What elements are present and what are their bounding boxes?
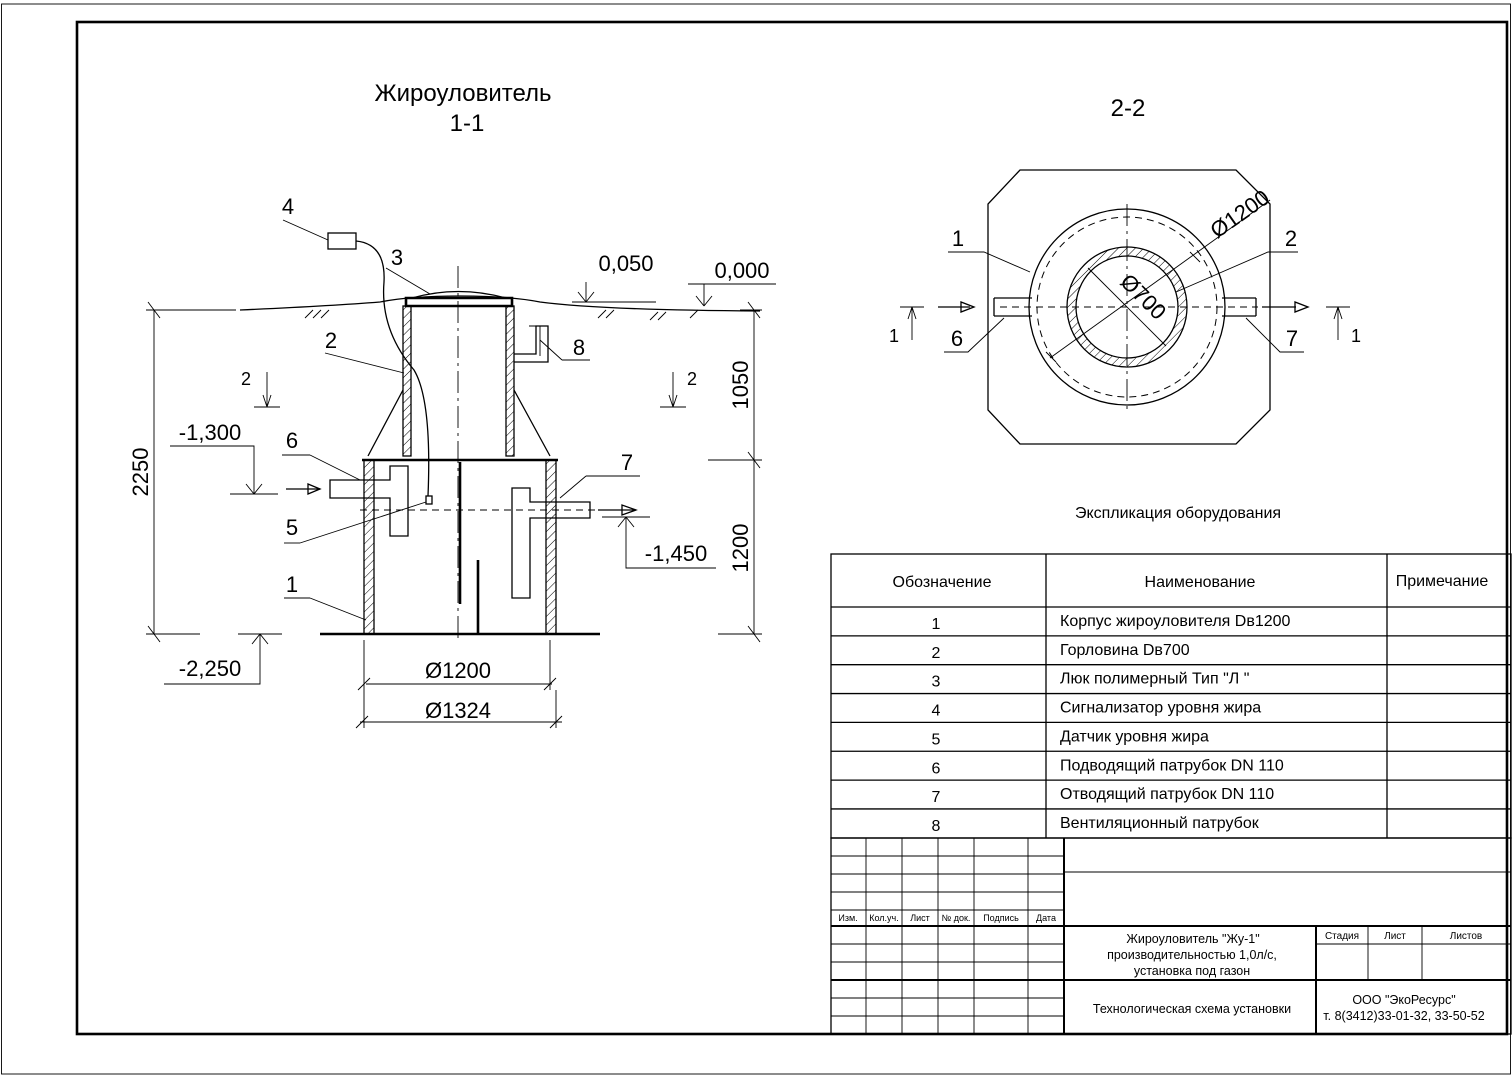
plan-leader-7: 7 — [1286, 326, 1298, 351]
vent-pipe — [514, 325, 549, 363]
level-mark-cover: 0,050 — [572, 251, 656, 303]
explication-row-name: Сигнализатор уровня жира — [1060, 700, 1261, 717]
plan-leader-2: 2 — [1285, 226, 1297, 251]
leader-num-1: 1 — [286, 572, 298, 597]
plan-dim-outer: Ø1200 — [1205, 185, 1273, 243]
section-title-line2: 1-1 — [450, 110, 485, 137]
sensor-cable — [355, 240, 430, 497]
stage-label: Стадия — [1325, 931, 1359, 942]
sheet-frame — [75, 20, 1509, 1036]
manhole-cover — [404, 296, 514, 308]
plan-slab — [987, 169, 1271, 445]
inlet-pipe — [329, 465, 409, 537]
cone-right — [513, 389, 551, 457]
leader-num-3: 3 — [391, 245, 403, 270]
plan-inlet-pipe — [993, 297, 1032, 317]
explication-table: Экспликация оборудования Обозначение Наи… — [830, 505, 1512, 839]
level-mark-inlet: -1,300 — [170, 420, 278, 495]
explication-row-name: Датчик уровня жира — [1060, 728, 1209, 745]
company-phone: т. 8(3412)33-01-32, 33-50-52 — [1323, 1009, 1484, 1023]
dim-inner-diameter: Ø1200 — [357, 640, 557, 691]
dim-outer-diameter: Ø1324 — [355, 690, 563, 729]
sheet-border-outer — [1, 3, 1511, 1075]
revision-column-label: Лист — [910, 913, 930, 923]
plan-title: 2-2 — [1111, 95, 1146, 122]
svg-text:0,050: 0,050 — [598, 251, 653, 276]
leader-num-7: 7 — [621, 450, 633, 475]
plan-2-2-view: 2-2 Ø1200 Ø700 1 2 6 7 1 1 — [889, 95, 1361, 445]
body-wall-left — [363, 459, 375, 635]
explication-header-id: Обозначение — [893, 574, 992, 591]
svg-text:1200: 1200 — [728, 524, 753, 573]
level-mark-outlet: -1,450 — [602, 516, 716, 569]
svg-text:-1,300: -1,300 — [179, 420, 241, 445]
svg-text:0,000: 0,000 — [714, 258, 769, 283]
revision-column-label: Кол.уч. — [869, 913, 899, 923]
section-1-1-view: Жироуловитель 1-1 — [128, 80, 776, 729]
explication-row-name: Корпус жироуловителя Dв1200 — [1060, 613, 1291, 630]
explication-row-id: 3 — [932, 674, 941, 691]
level-mark-ground: 0,000 — [688, 258, 776, 307]
section-title-line1: Жироуловитель — [374, 80, 551, 107]
leader-num-6: 6 — [286, 428, 298, 453]
explication-row-name: Отводящий патрубок DN 110 — [1060, 786, 1274, 803]
dim-total-height: 2250 — [128, 301, 236, 643]
svg-text:Ø1200: Ø1200 — [425, 658, 491, 683]
ground-hatch — [304, 309, 699, 321]
svg-text:1050: 1050 — [728, 361, 753, 410]
explication-row-id: 6 — [932, 760, 941, 777]
section-mark-left: 2 — [241, 369, 251, 389]
section-mark-right: 2 — [687, 369, 697, 389]
ground-line — [239, 295, 761, 312]
explication-title: Экспликация оборудования — [1075, 505, 1281, 522]
sheet-name: Технологическая схема установки — [1093, 1002, 1291, 1016]
revision-column-label: Подпись — [983, 913, 1019, 923]
svg-text:-2,250: -2,250 — [179, 656, 241, 681]
explication-row-id: 8 — [932, 818, 941, 835]
svg-text:-1,450: -1,450 — [645, 541, 707, 566]
company-name: ООО "ЭкоРесурс" — [1352, 993, 1455, 1007]
revision-column-label: Дата — [1036, 913, 1056, 923]
plan-leader-1: 1 — [952, 226, 964, 251]
neck-wall-right — [505, 305, 515, 457]
explication-header-name: Наименование — [1145, 574, 1256, 591]
plan-leader-6: 6 — [951, 326, 963, 351]
explication-row-id: 7 — [932, 789, 941, 806]
plan-outlet-pipe — [1222, 297, 1257, 317]
plan-section-mark-left: 1 — [889, 326, 899, 346]
body-wall-right — [545, 459, 557, 635]
explication-header-note: Примечание — [1396, 573, 1489, 590]
sheet-label: Лист — [1384, 931, 1406, 942]
explication-row-name: Горловина Dв700 — [1060, 642, 1190, 659]
project-line-1: Жироуловитель "Жу-1" — [1126, 932, 1259, 946]
explication-row-name: Люк полимерный Тип "Л " — [1060, 671, 1249, 688]
sheets-total-label: Листов — [1450, 931, 1483, 942]
explication-row-id: 2 — [932, 645, 941, 662]
project-line-2: производительностью 1,0л/с, — [1107, 948, 1277, 962]
level-sensor — [425, 495, 433, 505]
explication-row-id: 5 — [932, 731, 941, 748]
neck-wall-left — [402, 305, 412, 457]
svg-text:Ø1324: Ø1324 — [425, 698, 491, 723]
explication-row-id: 1 — [932, 616, 941, 633]
revision-column-label: Изм. — [838, 913, 857, 923]
leader-num-2: 2 — [325, 328, 337, 353]
svg-text:2250: 2250 — [128, 448, 153, 497]
project-line-3: установка под газон — [1134, 964, 1250, 978]
alarm-device — [327, 232, 357, 250]
explication-row-id: 4 — [932, 703, 941, 720]
explication-row-name: Подводящий патрубок DN 110 — [1060, 757, 1284, 774]
level-mark-bottom: -2,250 — [164, 633, 282, 685]
cone-left — [367, 389, 404, 457]
dim-neck-height: 1050 1200 — [708, 301, 762, 643]
revision-column-label: № док. — [942, 913, 971, 923]
explication-row-name: Вентиляционный патрубок — [1060, 815, 1260, 832]
outlet-pipe — [511, 487, 591, 599]
leader-num-4: 4 — [282, 194, 294, 219]
plan-section-mark-right: 1 — [1351, 326, 1361, 346]
leader-num-5: 5 — [286, 515, 298, 540]
leader-num-8: 8 — [573, 335, 585, 360]
